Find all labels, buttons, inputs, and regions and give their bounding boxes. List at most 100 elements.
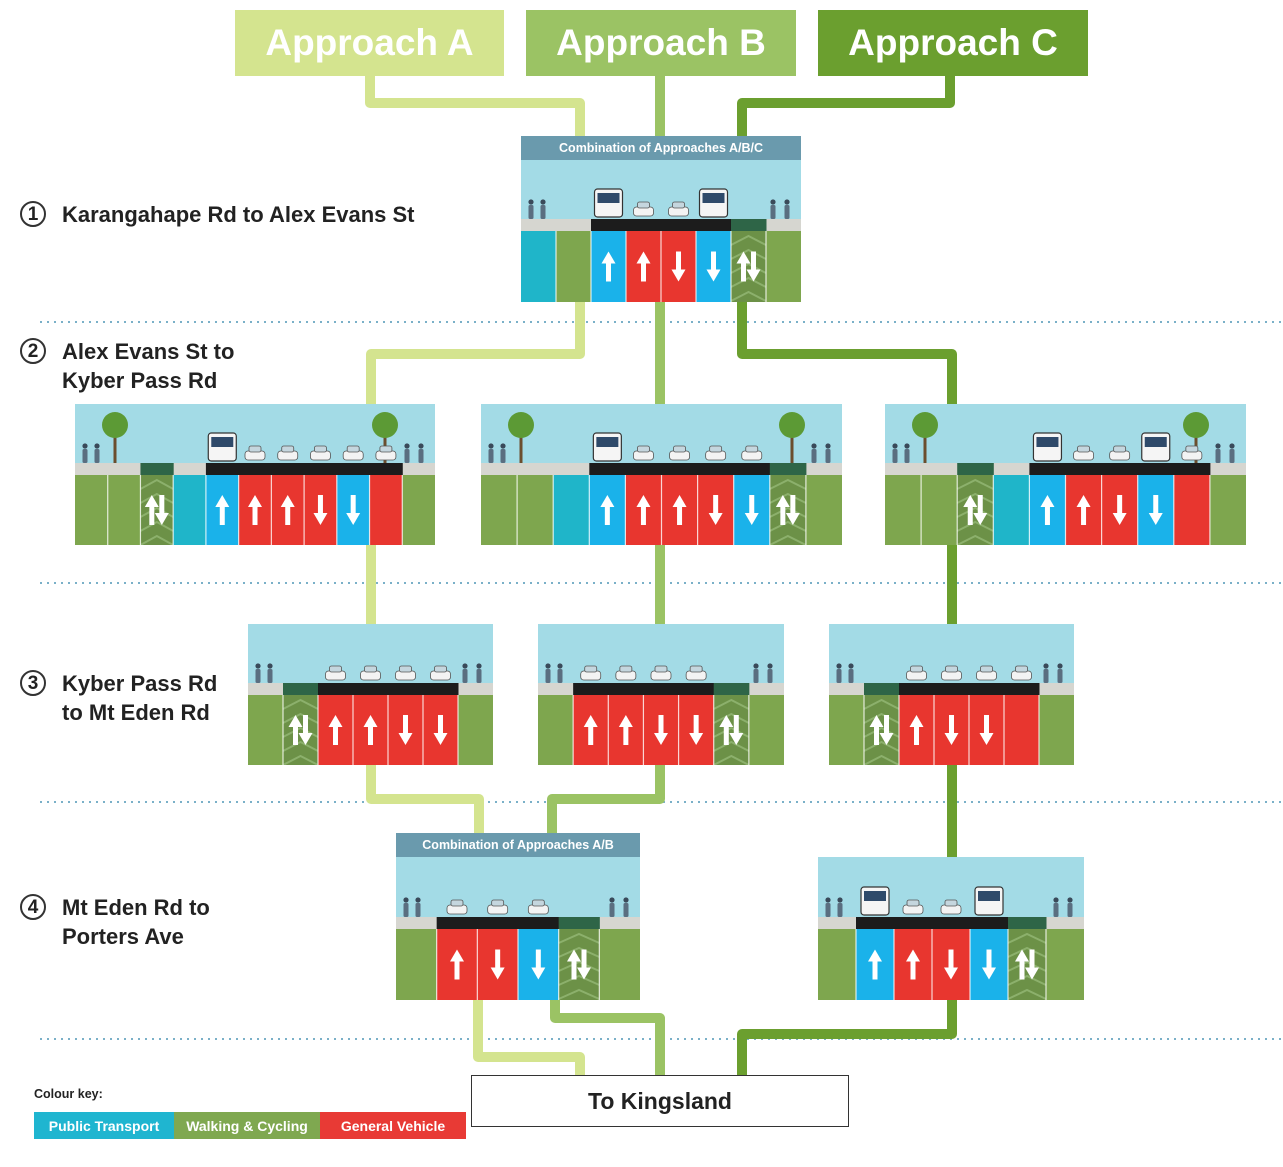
pedestrian-body [609,903,615,917]
approach-a-header: Approach A [235,10,504,76]
segment-4-label: 4 Mt Eden Rd to Porters Ave [20,893,237,951]
arrow-up-icon [583,715,598,745]
pedestrian-body [404,449,410,463]
lane [238,475,272,545]
bus-window [702,193,725,203]
carriageway-strip [1029,463,1066,475]
street-scene [825,886,1073,917]
carriageway-strip [304,463,338,475]
lane-fill [805,475,842,545]
carriageway-strip [643,683,680,695]
bus-window [596,437,619,447]
approach-c-label: Approach C [848,22,1058,63]
pedestrian-body [1053,903,1059,917]
path-approach-a [473,1000,585,1075]
pedestrian-body [623,903,629,917]
tree-icon [102,412,128,438]
pedestrian-body [500,449,506,463]
pedestrian-icon [1043,663,1049,669]
pedestrian-body [753,669,759,683]
car-window [531,899,545,907]
pedestrian-body [476,669,482,683]
lane [730,231,767,302]
hatch [730,248,767,260]
cross-section-4a [396,857,640,1000]
pedestrian-body [415,903,421,917]
lane-fill [481,475,518,545]
lane-fill [553,475,590,545]
lane [552,475,590,545]
lane [436,929,478,1000]
key-public-transport-label: Public Transport [48,1117,160,1134]
key-general-vehicle-label: General Vehicle [340,1117,446,1134]
arrow-up-icon [618,715,633,745]
lane [1003,695,1040,765]
street-scene [892,412,1235,463]
car-window [673,445,686,453]
lane [893,929,933,1000]
arrow-up-icon [450,949,464,980]
carriageway-strip [661,463,699,475]
pedestrian-icon [94,443,100,449]
arrow-down-icon [744,495,759,525]
arrow-down-icon [706,251,721,282]
lane [558,929,600,1000]
lane-fill [248,695,284,765]
arrow-up-icon [144,495,159,525]
pedestrian-body [82,449,88,463]
pedestrian-body [767,669,773,683]
lane-fill [1173,475,1211,545]
street-scene [545,663,773,683]
car-window [1185,445,1199,453]
arrow-down-icon [298,715,313,745]
tree-trunk [113,433,117,463]
car-window [314,445,327,453]
path-approach-b [547,765,665,835]
arrow-down-icon [433,715,448,745]
street-scene [528,188,790,219]
bus-window [978,891,1000,901]
street-scene [488,412,831,463]
pedestrian-icon [825,443,831,449]
lane [352,695,389,765]
pedestrian-body [1067,903,1073,917]
arrow-up-icon [672,495,687,525]
segment-title: Mt Eden Rd to Porters Ave [62,895,210,949]
lane [885,475,922,545]
hatch [956,478,994,490]
arrow-up-icon [280,495,295,525]
hatch [863,698,900,710]
pedestrian-body [545,669,551,683]
lane [713,695,750,765]
lane [139,475,174,545]
arrow-up-icon [906,949,920,980]
hatch [558,932,600,944]
pedestrian-body [1215,449,1221,463]
lane [517,929,560,1000]
lane [818,929,857,1000]
lane [765,231,801,302]
lane [625,231,662,302]
cross-section-1 [521,160,801,302]
pedestrian-body [418,449,424,463]
car-window [364,665,377,673]
arrow-down-icon [944,715,959,745]
pedestrian-icon [770,199,776,205]
arrow-down-icon [346,495,361,525]
pedestrian-icon [415,897,421,903]
hatch [139,478,174,490]
lane-fill [107,475,141,545]
arrow-down-icon [398,715,413,745]
pedestrian-icon [488,443,494,449]
street-scene [403,897,629,917]
lane [248,695,284,765]
lane [598,929,640,1000]
hatch [956,520,994,532]
lane [1101,475,1139,545]
pedestrian-icon [476,663,482,669]
pedestrian-body [1043,669,1049,683]
lane-fill [173,475,207,545]
lane-fill [829,695,865,765]
tree-trunk [519,433,523,463]
